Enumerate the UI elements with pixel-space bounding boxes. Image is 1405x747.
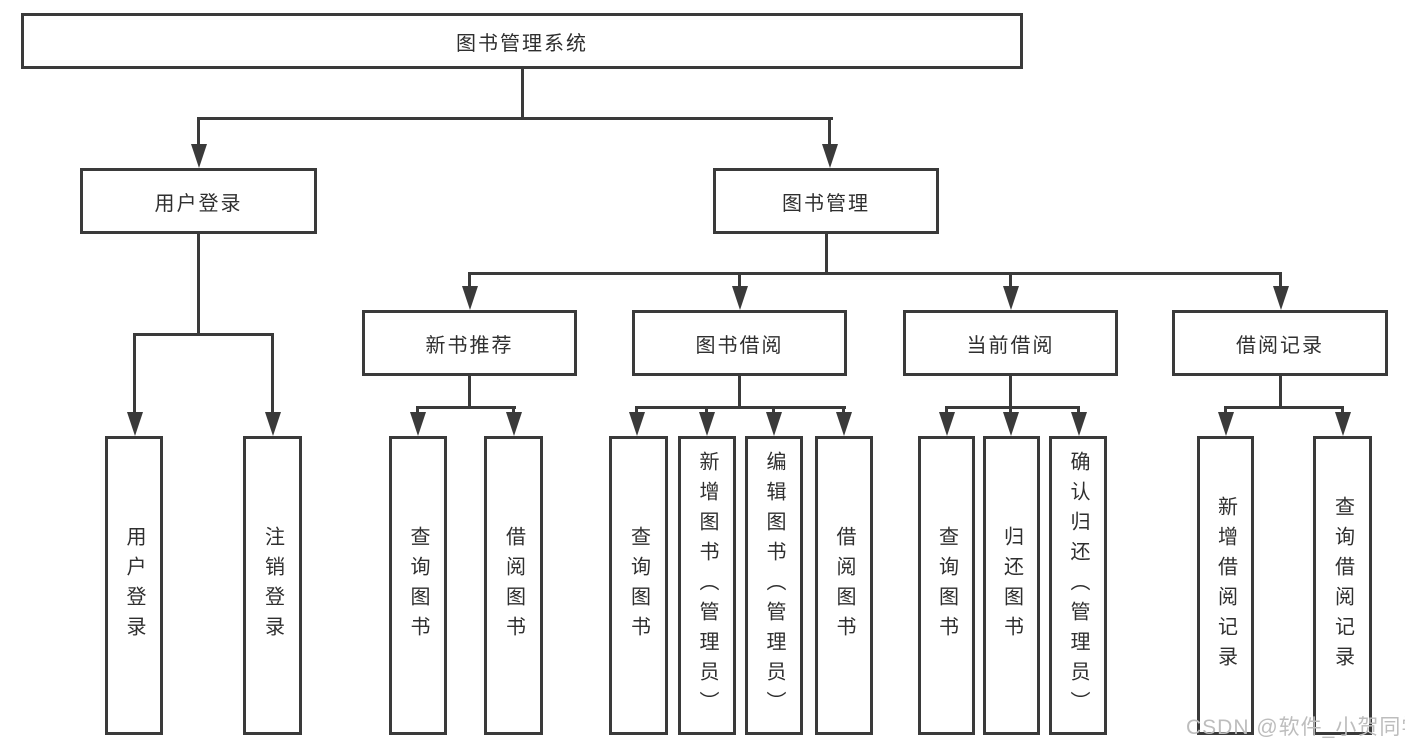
arrow-to-new-book-rec (468, 272, 471, 286)
arrow-to-bb-edit (772, 406, 775, 412)
connector-book-mgmt-hline (468, 272, 1282, 275)
arrow-to-br-query (1341, 406, 1344, 412)
node-root: 图书管理系统 (21, 13, 1023, 69)
arrow-to-ul-logout (271, 333, 274, 412)
arrow-to-borrow-records (1279, 272, 1282, 286)
leaf-rec-query-books: 查询图书 (389, 436, 447, 735)
connector-current-borrow-stem (1009, 376, 1012, 409)
arrow-to-bb-add (705, 406, 708, 412)
node-user-login-label: 用户登录 (154, 192, 243, 215)
leaf-cb-return-books-label: 归还图书 (1000, 525, 1023, 646)
leaf-cb-query-books-label: 查询图书 (935, 525, 958, 646)
leaf-bb-edit-books-admin-label: 编辑图书（管理员） (763, 450, 785, 721)
leaf-bb-lend-books: 借阅图书 (815, 436, 873, 735)
node-borrow-records-label: 借阅记录 (1236, 334, 1324, 357)
arrow-to-bb-query (635, 406, 638, 412)
node-book-borrow: 图书借阅 (632, 310, 847, 376)
leaf-user-login-label: 用户登录 (123, 525, 145, 646)
leaf-bb-query-books: 查询图书 (609, 436, 668, 735)
leaf-cb-return-books: 归还图书 (983, 436, 1040, 735)
arrow-to-cb-confirm (1077, 406, 1080, 412)
leaf-rec-borrow-books: 借阅图书 (484, 436, 543, 735)
connector-root-hline (197, 117, 833, 120)
node-current-borrow: 当前借阅 (903, 310, 1118, 376)
node-root-label: 图书管理系统 (456, 32, 588, 55)
leaf-br-add-record: 新增借阅记录 (1197, 436, 1254, 735)
node-book-mgmt-label: 图书管理 (782, 192, 870, 215)
arrow-to-current-borrow (1009, 272, 1012, 286)
connector-borrow-records-hline (1224, 406, 1344, 409)
leaf-rec-query-books-label: 查询图书 (407, 525, 429, 646)
arrow-to-book-borrow (738, 272, 741, 286)
leaf-logout-label: 注销登录 (261, 525, 284, 646)
arrow-to-user-login (197, 117, 200, 144)
connector-book-mgmt-stem (825, 234, 828, 275)
leaf-bb-add-books-admin: 新增图书（管理员） (678, 436, 736, 735)
connector-user-login-hline (133, 333, 274, 336)
leaf-cb-confirm-return-admin: 确认归还（管理员） (1049, 436, 1107, 735)
node-book-borrow-label: 图书借阅 (695, 334, 784, 357)
leaf-rec-borrow-books-label: 借阅图书 (502, 525, 525, 646)
arrow-to-bb-lend (842, 406, 845, 412)
arrow-to-nr-borrow (512, 406, 515, 412)
connector-current-borrow-hline (945, 406, 1080, 409)
leaf-logout: 注销登录 (243, 436, 302, 735)
connector-user-login-stem (197, 234, 200, 335)
leaf-bb-lend-books-label: 借阅图书 (833, 525, 855, 646)
node-user-login: 用户登录 (80, 168, 317, 234)
node-new-book-rec: 新书推荐 (362, 310, 577, 376)
leaf-cb-query-books: 查询图书 (918, 436, 975, 735)
arrow-to-br-add (1224, 406, 1227, 412)
connector-new-book-rec-hline (416, 406, 516, 409)
node-book-mgmt: 图书管理 (713, 168, 939, 234)
leaf-bb-add-books-admin-label: 新增图书（管理员） (696, 450, 718, 721)
node-borrow-records: 借阅记录 (1172, 310, 1388, 376)
leaf-br-add-record-label: 新增借阅记录 (1214, 495, 1237, 676)
leaf-bb-edit-books-admin: 编辑图书（管理员） (745, 436, 803, 735)
node-new-book-rec-label: 新书推荐 (425, 334, 514, 357)
leaf-cb-confirm-return-admin-label: 确认归还（管理员） (1067, 450, 1089, 721)
connector-book-borrow-hline (635, 406, 846, 409)
arrow-to-nr-query (416, 406, 419, 412)
leaf-user-login: 用户登录 (105, 436, 163, 735)
node-current-borrow-label: 当前借阅 (966, 334, 1055, 357)
leaf-bb-query-books-label: 查询图书 (627, 525, 650, 646)
csdn-watermark: CSDN @软件_小贺同学 (1186, 716, 1405, 739)
connector-root-stem (521, 69, 524, 119)
arrow-to-cb-query (945, 406, 948, 412)
connector-new-book-rec-stem (468, 376, 471, 409)
connector-book-borrow-stem (738, 376, 741, 409)
arrow-to-ul-login (133, 333, 136, 412)
arrow-to-book-mgmt (828, 117, 831, 144)
leaf-br-query-record-label: 查询借阅记录 (1331, 495, 1354, 676)
connector-borrow-records-stem (1279, 376, 1282, 409)
leaf-br-query-record: 查询借阅记录 (1313, 436, 1372, 735)
arrow-to-cb-return (1009, 406, 1012, 412)
